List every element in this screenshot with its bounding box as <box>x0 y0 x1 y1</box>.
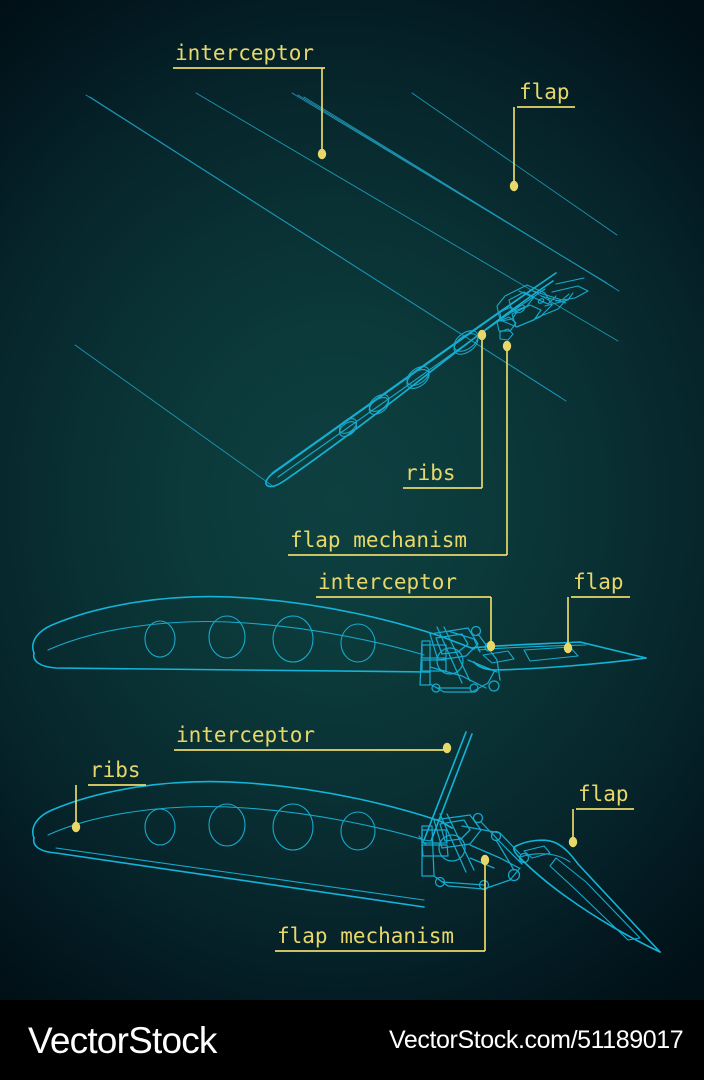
callout-label: flap <box>573 570 624 594</box>
deployed-airfoil-geometry <box>32 731 661 953</box>
callout-low-interceptor: interceptor <box>174 723 452 754</box>
deployed-flap-body <box>513 839 661 953</box>
iso-span-lines-upper <box>85 92 620 402</box>
callout-label: interceptor <box>318 570 457 594</box>
deployed-rib-holes <box>144 803 376 851</box>
callout-label: flap mechanism <box>290 528 467 552</box>
iso-span-lines-lower <box>74 344 275 488</box>
iso-rib-holes <box>338 330 479 437</box>
isometric-wing-geometry <box>74 92 620 488</box>
callout-label: interceptor <box>175 41 314 65</box>
callout-label: ribs <box>90 758 141 782</box>
vectorstock-url: VectorStock.com/51189017 <box>389 1025 684 1054</box>
blueprint-canvas: .ln { fill:none; stroke:#13b4d8; stroke-… <box>0 0 704 1000</box>
callout-label: interceptor <box>176 723 315 747</box>
wing-technical-drawing: .ln { fill:none; stroke:#13b4d8; stroke-… <box>32 41 661 953</box>
callout-iso-flap-mechanism: flap mechanism <box>288 340 512 556</box>
callout-low-flap-mechanism: flap mechanism <box>275 854 490 952</box>
retracted-rib-holes <box>144 615 376 663</box>
callout-label: flap <box>519 80 570 104</box>
callout-low-ribs: ribs <box>71 758 146 833</box>
callout-iso-flap: flap <box>509 80 575 192</box>
vectorstock-logo: VectorStock <box>28 1019 217 1061</box>
callout-mid-interceptor: interceptor <box>316 570 496 652</box>
callout-low-flap: flap <box>568 782 634 848</box>
callout-label: flap <box>578 782 629 806</box>
iso-flap-mechanism <box>496 277 589 341</box>
watermark-footer: VectorStock VectorStock.com/51189017 <box>0 1000 704 1080</box>
retracted-airfoil-geometry <box>32 595 647 693</box>
callout-mid-flap: flap <box>563 570 630 654</box>
callout-label: flap mechanism <box>277 924 454 948</box>
callout-label: ribs <box>405 461 456 485</box>
callout-iso-interceptor: interceptor <box>173 41 327 160</box>
callout-iso-ribs: ribs <box>403 329 487 489</box>
iso-wingtip-body <box>265 272 557 488</box>
